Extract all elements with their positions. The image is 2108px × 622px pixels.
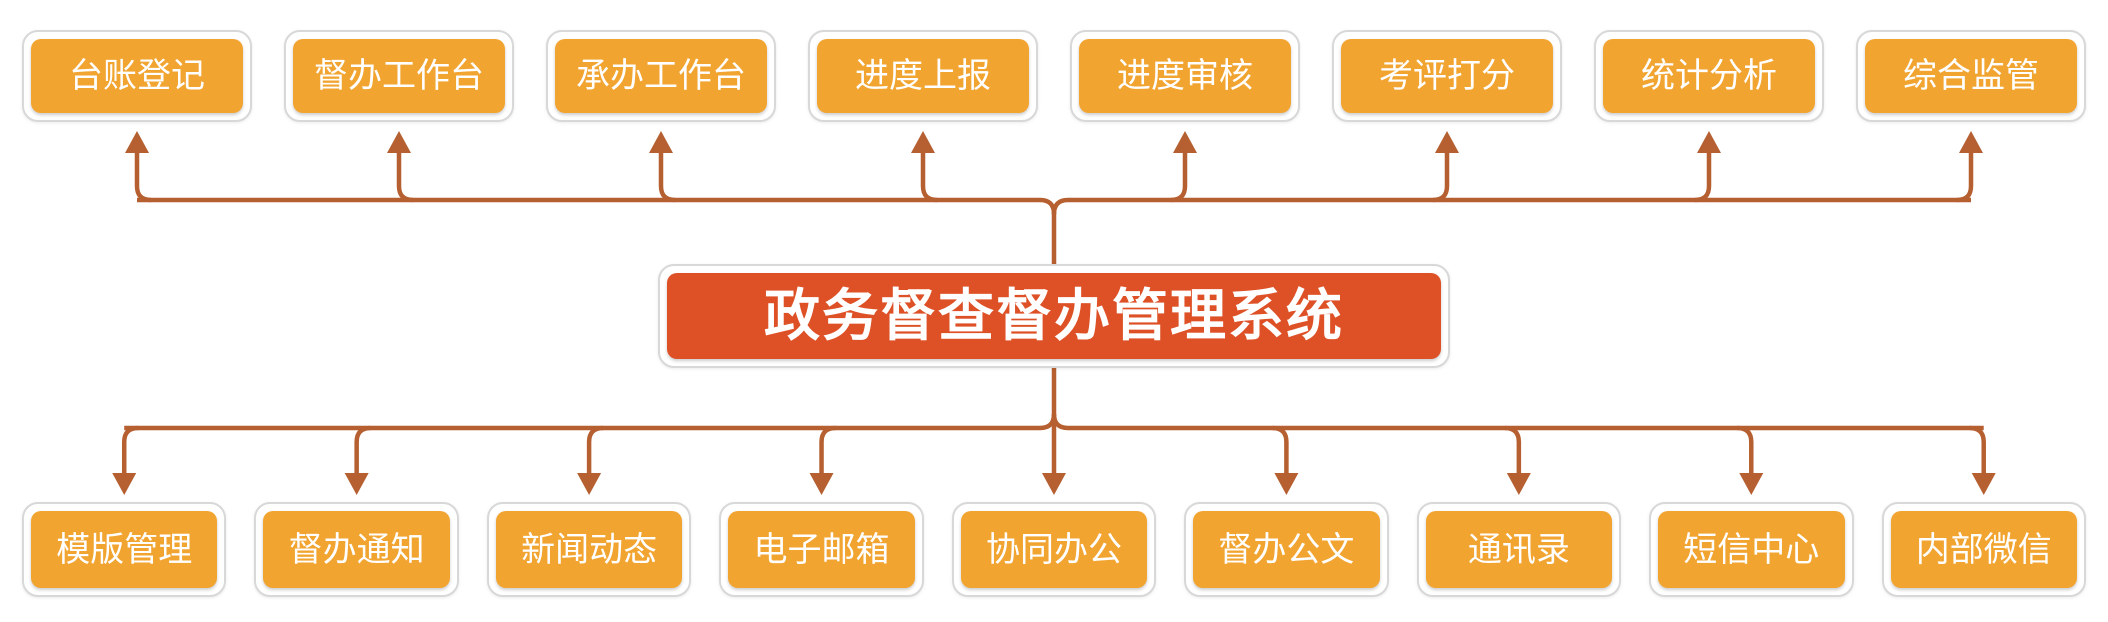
- top-module-2-card: 督办工作台: [284, 30, 514, 122]
- arrowhead-up-icon: [911, 131, 935, 153]
- bottom-module-5-card: 协同办公: [951, 502, 1157, 597]
- bottom-module-7: 通讯录: [1425, 511, 1613, 588]
- top-module-8: 综合监管: [1865, 39, 2077, 113]
- bottom-module-2: 督办通知: [263, 511, 450, 588]
- arrowhead-down-icon: [577, 473, 602, 495]
- arrowhead-up-icon: [387, 131, 411, 153]
- connector-path: [819, 425, 836, 476]
- bottom-module-2-card: 督办通知: [254, 502, 459, 597]
- connector-path: [1969, 425, 1986, 476]
- arrowhead-up-icon: [1959, 131, 1983, 153]
- bottom-module-9: 内部微信: [1890, 511, 2077, 588]
- bottom-module-4-card: 电子邮箱: [719, 502, 924, 597]
- system-title-card: 政务督查督办管理系统: [658, 264, 1450, 368]
- bottom-module-5: 协同办公: [960, 511, 1148, 588]
- arrowhead-down-icon: [809, 473, 834, 495]
- top-module-6: 考评打分: [1341, 39, 1553, 113]
- connector-path: [1272, 425, 1289, 476]
- connector-path: [1504, 425, 1522, 476]
- top-modules-row: 台账登记 督办工作台 承办工作台 进度上报 进度审核 考评打分 统计分析 综合监…: [22, 30, 2086, 122]
- connector-path: [1051, 197, 1971, 215]
- connector-path: [1694, 150, 1712, 203]
- connector-path: [1737, 425, 1754, 476]
- top-module-7-card: 统计分析: [1594, 30, 1824, 122]
- connector-path: [137, 197, 1057, 215]
- bottom-module-6: 督办公文: [1193, 511, 1380, 588]
- top-module-4-card: 进度上报: [808, 30, 1038, 122]
- connector-path: [1170, 150, 1188, 203]
- arrowhead-up-icon: [125, 131, 149, 153]
- connector-path: [1051, 413, 1984, 431]
- top-module-5: 进度审核: [1079, 39, 1291, 113]
- arrowhead-up-icon: [1435, 131, 1459, 153]
- connector-path: [920, 150, 938, 203]
- top-module-6-card: 考评打分: [1332, 30, 1562, 122]
- bottom-module-3-card: 新闻动态: [486, 502, 692, 597]
- connector-path: [396, 150, 414, 203]
- top-module-1: 台账登记: [31, 39, 243, 113]
- top-module-4: 进度上报: [817, 39, 1029, 113]
- arrowhead-down-icon: [344, 473, 369, 495]
- connector-path: [1956, 150, 1974, 203]
- top-module-5-card: 进度审核: [1070, 30, 1300, 122]
- connector-path: [586, 425, 604, 476]
- connector-path: [1432, 150, 1450, 203]
- bottom-module-7-card: 通讯录: [1416, 502, 1622, 597]
- bottom-module-4: 电子邮箱: [728, 511, 915, 588]
- bottom-module-1-card: 模版管理: [22, 502, 227, 597]
- top-module-3-card: 承办工作台: [546, 30, 776, 122]
- system-title-node: 政务督查督办管理系统: [667, 273, 1441, 359]
- bottom-module-6-card: 督办公文: [1184, 502, 1389, 597]
- arrowhead-up-icon: [1173, 131, 1197, 153]
- bottom-module-1: 模版管理: [31, 511, 218, 588]
- top-module-3: 承办工作台: [555, 39, 767, 113]
- arrowhead-up-icon: [649, 131, 673, 153]
- arrowhead-down-icon: [1739, 473, 1764, 495]
- bottom-module-8: 短信中心: [1658, 511, 1845, 588]
- arrowhead-down-icon: [1041, 473, 1066, 495]
- connector-path: [124, 413, 1057, 431]
- bottom-module-9-card: 内部微信: [1881, 502, 2086, 597]
- top-module-2: 督办工作台: [293, 39, 505, 113]
- top-module-1-card: 台账登记: [22, 30, 252, 122]
- bottom-modules-row: 模版管理 督办通知 新闻动态 电子邮箱 协同办公 督办公文 通讯录 短信中心 内…: [22, 502, 2086, 597]
- arrowhead-down-icon: [112, 473, 137, 495]
- arrowhead-down-icon: [1274, 473, 1299, 495]
- connector-path: [134, 150, 152, 203]
- connector-path: [121, 425, 139, 476]
- bottom-module-8-card: 短信中心: [1649, 502, 1854, 597]
- connector-path: [354, 425, 371, 476]
- arrowhead-down-icon: [1971, 473, 1996, 495]
- top-module-8-card: 综合监管: [1856, 30, 2086, 122]
- arrowhead-down-icon: [1506, 473, 1531, 495]
- arrowhead-up-icon: [1697, 131, 1721, 153]
- bottom-module-3: 新闻动态: [495, 511, 683, 588]
- top-module-7: 统计分析: [1603, 39, 1815, 113]
- connector-path: [658, 150, 676, 203]
